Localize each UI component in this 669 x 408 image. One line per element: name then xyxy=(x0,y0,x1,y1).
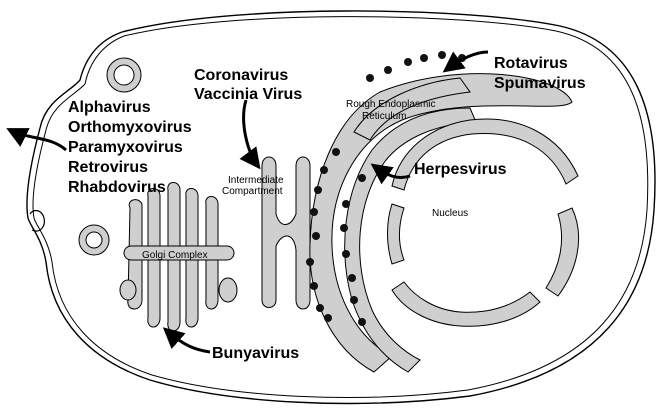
intermediate-compartment xyxy=(261,156,311,310)
rough-endoplasmic-reticulum xyxy=(309,73,573,373)
label-rough-er-line1: Rough Endoplasmic xyxy=(346,99,436,110)
label-intermediate-line2: Compartment xyxy=(222,186,283,197)
er-virus-particles xyxy=(306,51,466,326)
label-vaccinia-virus: Vaccinia Virus xyxy=(194,86,302,103)
label-nucleus: Nucleus xyxy=(432,208,468,219)
cell-membrane-inner xyxy=(32,16,649,398)
vesicle-top xyxy=(106,57,142,93)
label-spumavirus: Spumavirus xyxy=(494,75,586,92)
label-intermediate-line1: Intermediate xyxy=(228,175,284,186)
label-alphavirus: Alphavirus xyxy=(68,99,151,116)
coronavirus-arrow xyxy=(239,99,261,170)
bunyavirus-arrow xyxy=(162,327,211,354)
nuclear-envelope xyxy=(387,118,580,327)
alphavirus-group-arrow xyxy=(6,128,67,152)
label-paramyxovirus: Paramyxovirus xyxy=(68,139,183,156)
rotavirus-arrow xyxy=(442,50,489,73)
plasma-membrane-bud xyxy=(29,209,45,232)
label-bunyavirus: Bunyavirus xyxy=(212,345,299,362)
label-rhabdovirus: Rhabdovirus xyxy=(68,179,166,196)
cell-membrane xyxy=(26,10,656,405)
vesicle-bottom xyxy=(78,224,110,256)
label-coronavirus: Coronavirus xyxy=(194,67,288,84)
label-golgi-complex: Golgi Complex xyxy=(142,250,208,261)
label-herpesvirus: Herpesvirus xyxy=(414,161,507,178)
label-rotavirus: Rotavirus xyxy=(494,55,568,72)
herpesvirus-arrow xyxy=(370,163,411,185)
golgi-complex xyxy=(119,182,238,332)
label-rough-er-line2: Reticulum xyxy=(362,111,406,122)
label-orthomyxovirus: Orthomyxovirus xyxy=(68,119,192,136)
label-retrovirus: Retrovirus xyxy=(68,159,148,176)
